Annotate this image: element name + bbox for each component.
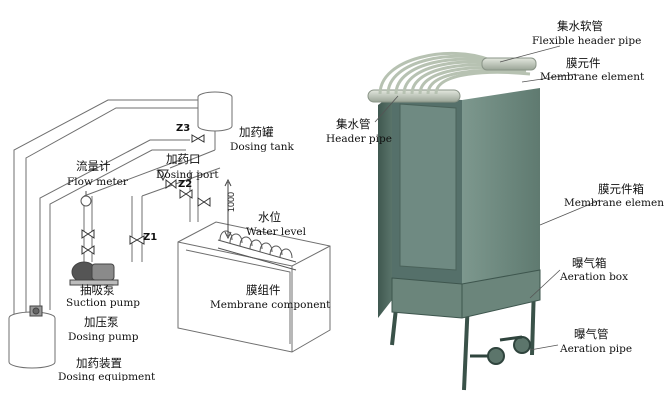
suction-pump-label-en: Suction pump xyxy=(66,297,140,309)
membrane-element-panel xyxy=(399,103,457,271)
aeration-box-label-en: Aeration box xyxy=(560,271,629,283)
dosing-equipment-label-en: Dosing equipment xyxy=(58,372,156,381)
aeration-pipe xyxy=(470,335,531,365)
header-pipe-label-en: Header pipe xyxy=(326,133,392,145)
flow-meter-label-en: Flow meter xyxy=(67,176,128,188)
valve-icon xyxy=(165,178,177,190)
dosing-tank-label-zh: 加药罐 xyxy=(239,125,274,139)
dimension-marker xyxy=(224,178,232,240)
dosing-pump-icon xyxy=(29,305,43,317)
membrane-tank xyxy=(177,221,331,353)
valve-icon-z3 xyxy=(191,134,205,143)
return-pipe-inner xyxy=(25,107,200,332)
valve-icon-z1 xyxy=(129,235,145,245)
suction-pipe-loop xyxy=(39,139,190,310)
dosing-equipment-tank xyxy=(8,311,56,369)
valve-icon xyxy=(81,229,95,239)
membrane-component-label-zh: 膜组件 xyxy=(246,283,281,297)
dosing-pump-label-zh: 加压泵 xyxy=(84,315,119,329)
membrane-element-label-en: Membrane element xyxy=(540,71,645,83)
aeration-pipe-label-zh: 曝气管 xyxy=(574,327,609,341)
membrane-element-box-label-en: Membrane element B xyxy=(564,198,664,209)
callout-lines xyxy=(374,45,601,351)
membrane-element-label-zh: 膜元件 xyxy=(566,56,601,70)
aeration-box-label-zh: 曝气箱 xyxy=(572,256,607,270)
suction-pump-label-zh: 抽吸泵 xyxy=(80,283,115,297)
aeration-pipe-label-en: Aeration pipe xyxy=(560,343,633,355)
header-pipe xyxy=(367,89,461,103)
valve-icon xyxy=(81,245,95,255)
valve-icon-z2b xyxy=(197,197,211,207)
membrane-component-label-en: Membrane component xyxy=(210,299,331,311)
dosing-port-label-en: Dosing port xyxy=(156,169,219,181)
suction-pump-icon xyxy=(69,261,119,286)
valve-icons xyxy=(81,134,211,255)
return-pipe xyxy=(13,99,212,332)
dosing-pump-label-en: Dosing pump xyxy=(68,331,139,343)
valve-label-z2: Z2 xyxy=(178,179,193,190)
tank-side-panel xyxy=(378,95,392,318)
membrane-element-box-label-zh: 膜元件箱 xyxy=(598,182,644,196)
dosing-port-label-zh: 加药口 xyxy=(166,152,201,166)
water-level-label-zh: 水位 xyxy=(258,210,281,224)
membrane-component-icon xyxy=(217,230,297,271)
suction-pipe-loop-inner xyxy=(49,149,186,310)
water-level-label-en: Water level xyxy=(246,226,307,238)
dosing-tank-label-en: Dosing tank xyxy=(230,141,294,153)
valve-label-z1: Z1 xyxy=(143,232,158,243)
dosing-port-icon xyxy=(157,169,169,182)
flow-meter-icon xyxy=(80,191,92,207)
valve-label-z3: Z3 xyxy=(176,123,191,134)
flexible-header-pipe-label-zh: 集水软管 xyxy=(557,19,603,33)
flow-meter-label-zh: 流量计 xyxy=(76,159,111,173)
flexible-header-pipe-label-en: Flexible header pipe xyxy=(532,35,642,47)
dosing-tank xyxy=(169,91,233,169)
dosing-equipment-label-zh: 加药装置 xyxy=(76,356,122,370)
header-pipe-label-zh: 集水管 xyxy=(336,117,371,131)
valve-icon-z2 xyxy=(179,189,193,199)
